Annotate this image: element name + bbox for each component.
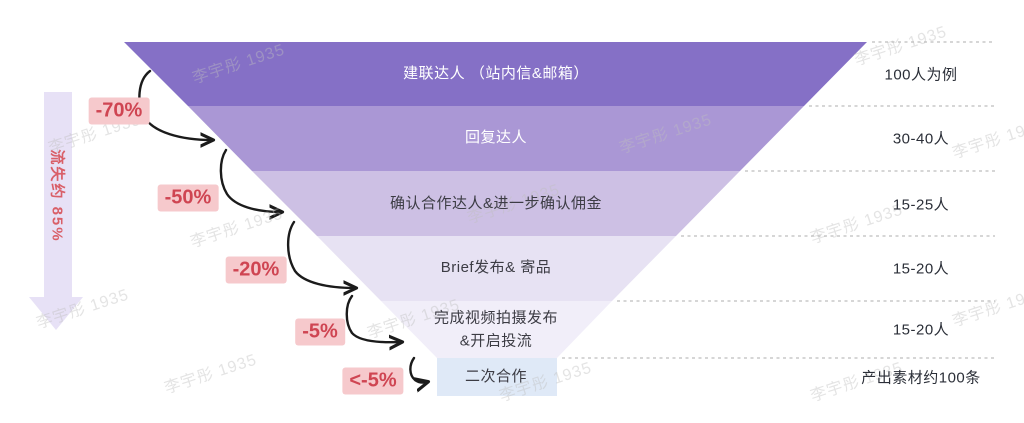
- stage-1-value: 100人为例: [884, 66, 958, 84]
- stage-6-label: 二次合作: [464, 367, 527, 385]
- stage-4-label: Brief发布& 寄品: [440, 258, 552, 276]
- drop-rate-badge-4: -5%: [295, 318, 345, 346]
- stage-3-label: 确认合作达人&进一步确认佣金: [389, 194, 602, 212]
- drop-rate-badge-2: -50%: [157, 184, 219, 212]
- loss-arrow-shape: [29, 92, 83, 330]
- stage-5-label: 完成视频拍摄发布 &开启投流: [433, 309, 558, 350]
- overall-loss-label: 流失约 85%: [48, 149, 66, 243]
- drop-rate-badge-5: <-5%: [342, 367, 404, 395]
- drop-arrow-2: [219, 148, 281, 212]
- drop-arrow-3: [286, 220, 355, 288]
- drop-arrow-4: [345, 294, 401, 342]
- funnel-stage-6-shape: [437, 358, 557, 396]
- dashed-separators: [562, 41, 995, 359]
- drop-rate-badge-1: -70%: [88, 97, 150, 125]
- funnel-stage-5-shape: [381, 301, 612, 358]
- drop-rate-badge-3: -20%: [225, 256, 287, 284]
- funnel-stage-1-shape: [124, 42, 867, 106]
- stage-2-value: 30-40人: [892, 130, 950, 148]
- funnel-stage-3-shape: [252, 171, 740, 236]
- drop-arrows: [138, 69, 427, 383]
- stage-5-value: 15-20人: [892, 321, 950, 339]
- stage-2-label: 回复达人: [464, 128, 527, 146]
- stage-6-value: 产出素材约100条: [861, 369, 981, 387]
- stage-1-label: 建联达人 （站内信&邮箱）: [403, 64, 589, 82]
- drop-arrow-5: [409, 356, 427, 383]
- funnel-stage-4-shape: [317, 236, 676, 301]
- stage-3-value: 15-25人: [892, 196, 950, 214]
- funnel-stage-2-shape: [188, 106, 804, 171]
- stage-4-value: 15-20人: [892, 260, 950, 278]
